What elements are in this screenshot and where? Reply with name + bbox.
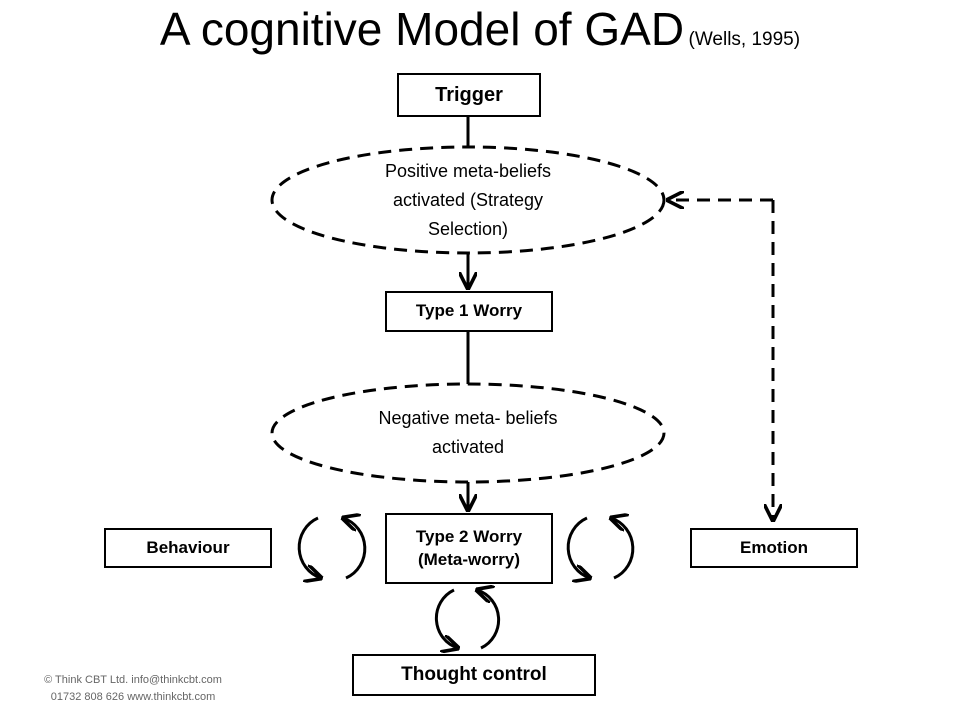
positive-meta-beliefs-oval [270, 145, 666, 255]
title-main: A cognitive Model of GAD [159, 3, 685, 55]
type2-worry-box: Type 2 Worry (Meta-worry) [385, 513, 553, 584]
emotion-box: Emotion [690, 528, 858, 568]
cycle-arrows-left [297, 518, 367, 578]
trigger-box: Trigger [397, 73, 541, 117]
type2-worry-label-line2: (Meta-worry) [417, 549, 520, 569]
thought-control-label: Thought control [401, 664, 547, 686]
behaviour-label: Behaviour [146, 537, 230, 557]
type1-worry-label: Type 1 Worry [415, 301, 523, 321]
copyright-footer: © Think CBT Ltd. info@thinkcbt.com 01732… [28, 672, 238, 706]
behaviour-box: Behaviour [104, 528, 272, 568]
footer-line-2: 01732 808 626 www.thinkcbt.com [50, 691, 216, 704]
diagram-title: A cognitive Model of GAD (Wells, 1995) [0, 2, 960, 56]
title-citation: (Wells, 1995) [688, 29, 801, 50]
negative-meta-beliefs-label: Negative meta- beliefs activated [378, 408, 558, 457]
positive-meta-beliefs-label: Positive meta-beliefs activated (Strateg… [384, 161, 552, 239]
type2-worry-label-line1: Type 2 Worry [415, 526, 523, 546]
type1-worry-box: Type 1 Worry [385, 291, 553, 332]
cycle-arrows-bottom [434, 590, 501, 648]
trigger-label: Trigger [435, 83, 503, 106]
negative-meta-beliefs-oval [270, 382, 666, 484]
thought-control-box: Thought control [352, 654, 596, 696]
emotion-label: Emotion [740, 537, 808, 557]
cycle-arrows-right [566, 518, 635, 578]
footer-line-1: © Think CBT Ltd. info@thinkcbt.com [44, 674, 222, 686]
